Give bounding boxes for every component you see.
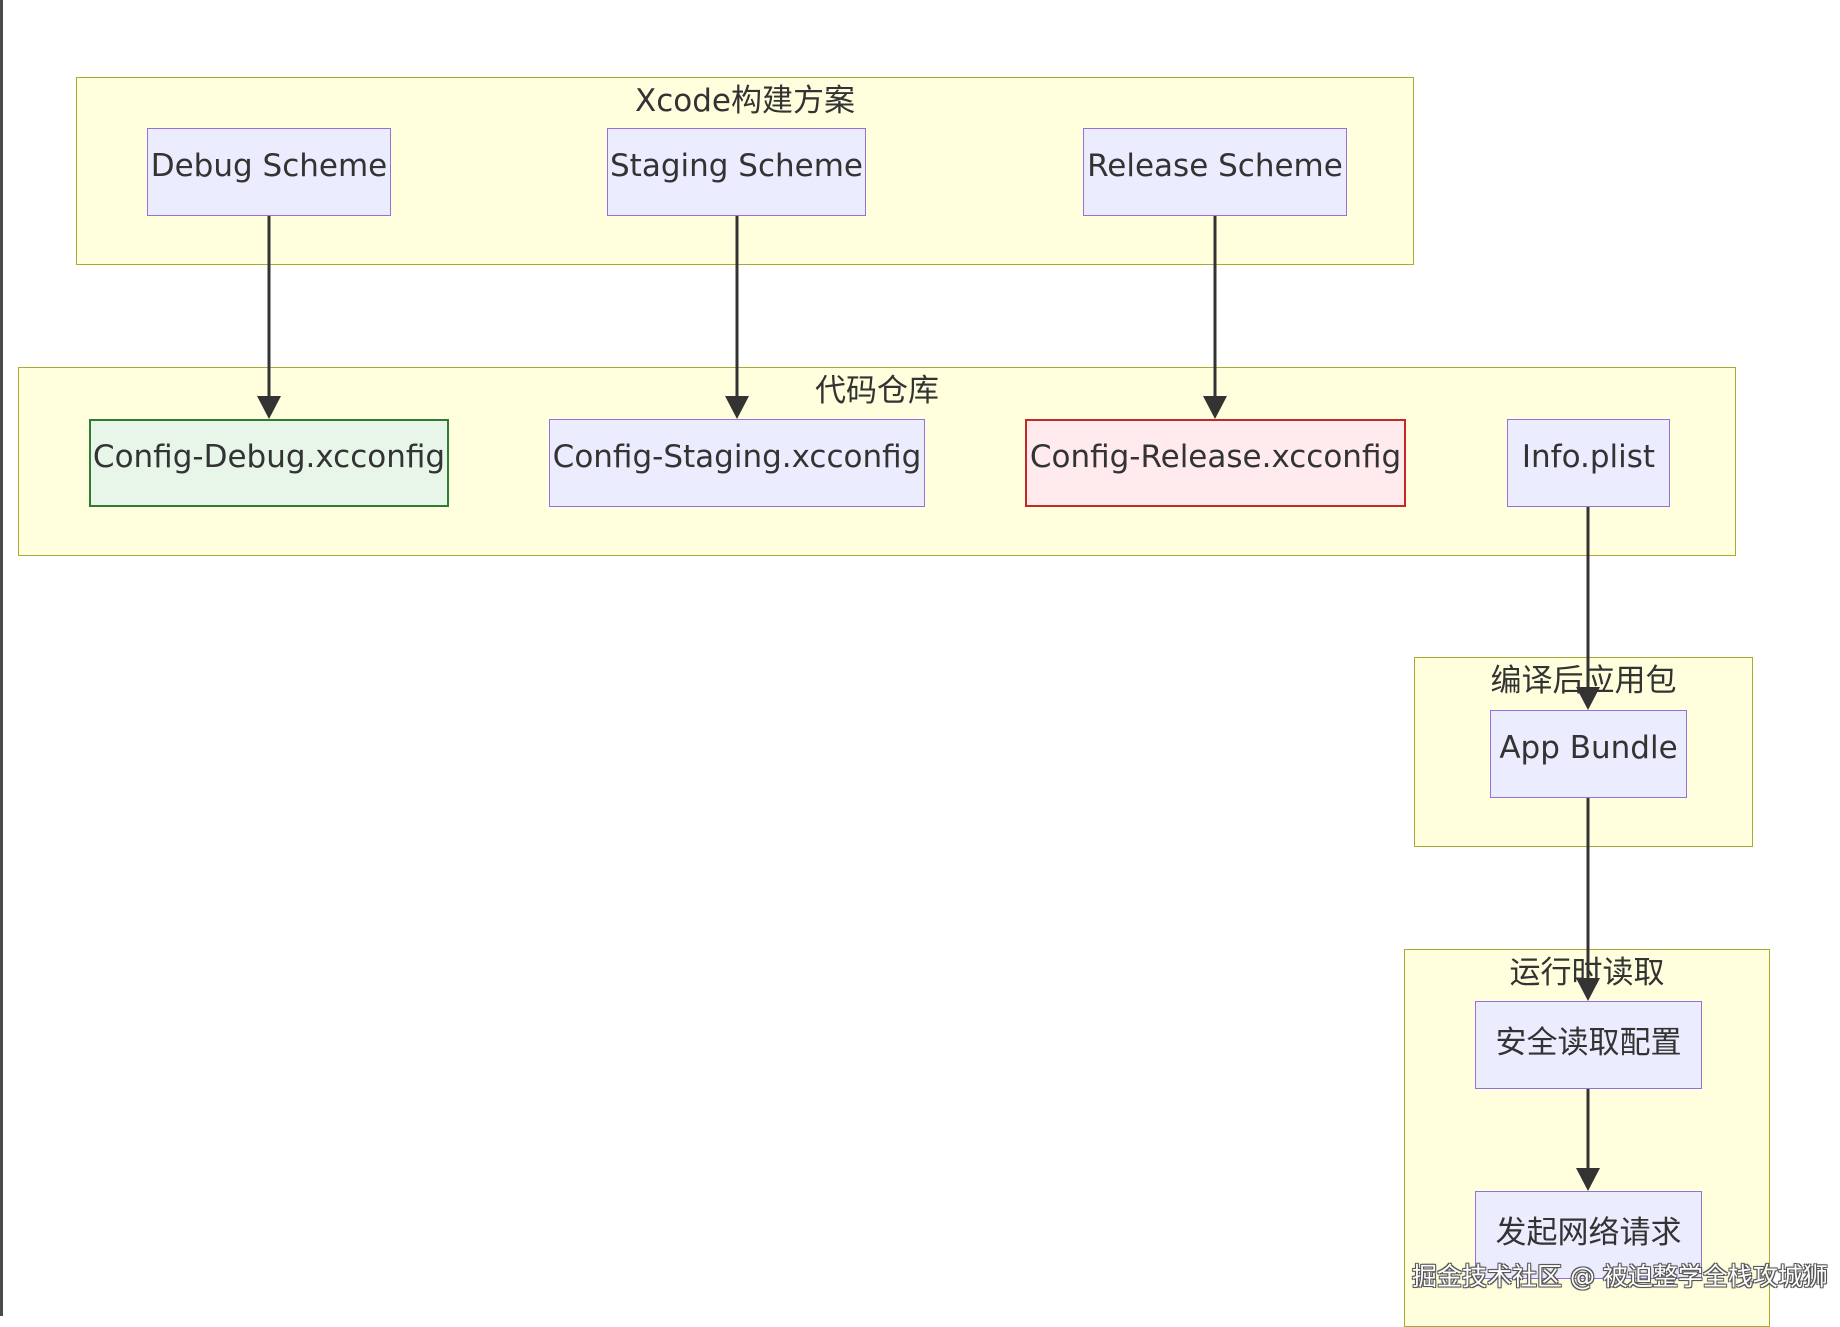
cluster-title-xcode: Xcode构建方案 <box>635 83 855 119</box>
cluster-title-repo: 代码仓库 <box>815 373 939 409</box>
cluster-title-runtime: 运行时读取 <box>1509 955 1665 991</box>
node-app-bundle: App Bundle <box>1490 710 1687 798</box>
node-release-scheme: Release Scheme <box>1083 128 1347 216</box>
node-info-plist: Info.plist <box>1507 419 1670 507</box>
node-debug-scheme: Debug Scheme <box>147 128 391 216</box>
node-config-debug: Config-Debug.xcconfig <box>89 419 449 507</box>
cluster-title-bundle: 编译后应用包 <box>1490 663 1677 699</box>
node-config-staging: Config-Staging.xcconfig <box>549 419 925 507</box>
node-config-release: Config-Release.xcconfig <box>1025 419 1406 507</box>
node-network-request: 发起网络请求 <box>1475 1191 1702 1279</box>
watermark-text: 掘金技术社区 @ 被迫整学全栈攻城狮 <box>1412 1262 1828 1291</box>
node-read-config: 安全读取配置 <box>1475 1001 1702 1089</box>
node-staging-scheme: Staging Scheme <box>607 128 866 216</box>
left-edge-line <box>0 0 3 1316</box>
